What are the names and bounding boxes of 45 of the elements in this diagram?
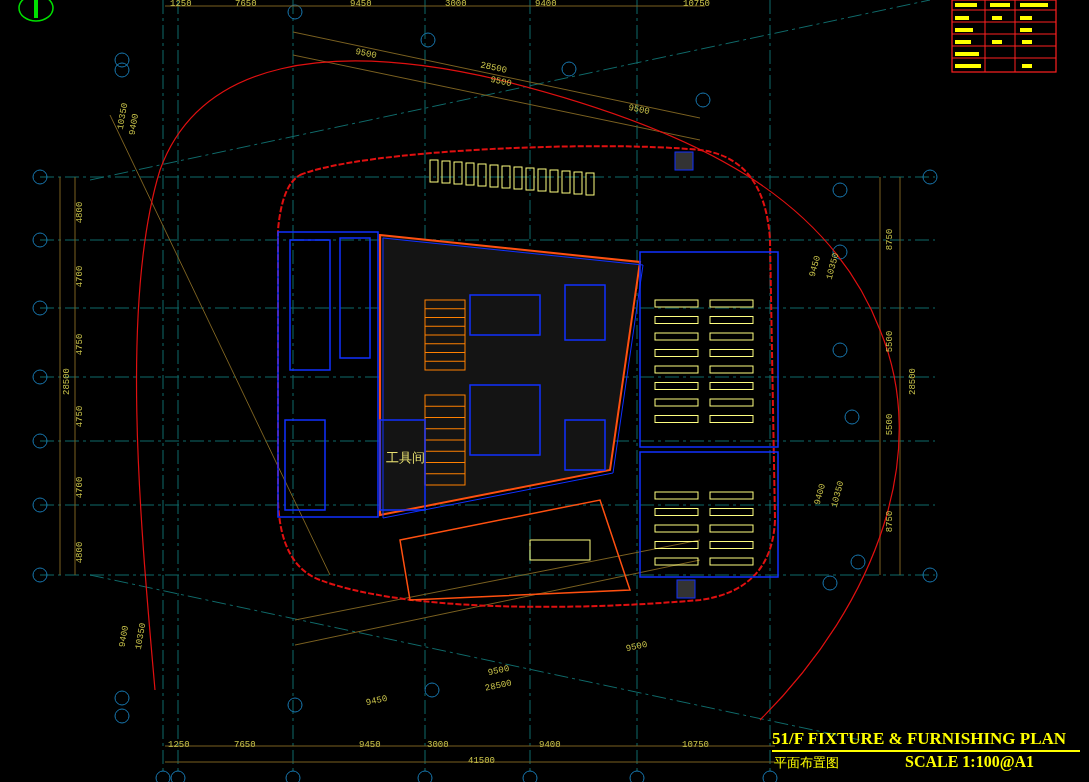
dimension-label: 9500: [487, 664, 511, 679]
dimension-label: 9450: [359, 741, 381, 750]
dimension-label: 4700: [76, 476, 86, 499]
dimension-label: 10350: [830, 480, 847, 509]
dimension-label: 9400: [128, 113, 142, 136]
dimension-label: 3000: [427, 741, 449, 750]
dimension-label: 10750: [682, 741, 709, 750]
plan-title: 51/F FIXTURE & FURNISHING PLAN: [772, 730, 1067, 747]
subtitle: 平面布置图: [774, 756, 839, 769]
dimension-label: 7650: [234, 741, 256, 750]
dimension-label: 41500: [468, 757, 495, 766]
dimension-label: 9400: [539, 741, 561, 750]
dimension-label: 8750: [886, 510, 896, 533]
dimension-label: 4700: [76, 265, 86, 288]
dimension-label: 28500: [909, 368, 918, 395]
dimension-label: 9500: [625, 640, 649, 655]
dimension-label: 1250: [168, 741, 190, 750]
dimension-label: 4800: [76, 201, 86, 224]
dimension-label: 9400: [118, 625, 132, 648]
dimension-label: 28500: [484, 679, 513, 694]
dimension-label: 4800: [76, 541, 86, 564]
dimension-label: 5500: [886, 413, 896, 436]
dimension-label: 9450: [350, 0, 372, 9]
dimension-label: 9400: [535, 0, 557, 9]
dimension-label: 4750: [76, 333, 86, 356]
dimension-label: 10350: [134, 622, 149, 651]
dimension-label: 8750: [886, 228, 896, 251]
dimension-label: 10350: [825, 252, 842, 281]
dimension-label: 9450: [808, 254, 823, 279]
dimension-label: 7650: [235, 0, 257, 9]
scale-note: SCALE 1:100@A1: [905, 754, 1035, 770]
dimension-label: 9500: [489, 75, 513, 90]
dimension-label: 1250: [170, 0, 192, 9]
dimension-label: 28500: [63, 368, 72, 395]
dimension-label: 9450: [365, 694, 389, 709]
dimension-label: 9500: [627, 103, 651, 118]
dimension-label: 10750: [683, 0, 710, 9]
room-label: 工具间: [386, 452, 425, 465]
dimension-label: 9400: [813, 482, 828, 507]
dimension-label: 5500: [886, 330, 896, 353]
dimension-label: 10350: [116, 102, 131, 131]
dimension-label: 28500: [479, 61, 508, 76]
dimension-label: 3000: [445, 0, 467, 9]
dimension-label: 9500: [354, 47, 378, 62]
dimension-label: 4750: [76, 405, 86, 428]
